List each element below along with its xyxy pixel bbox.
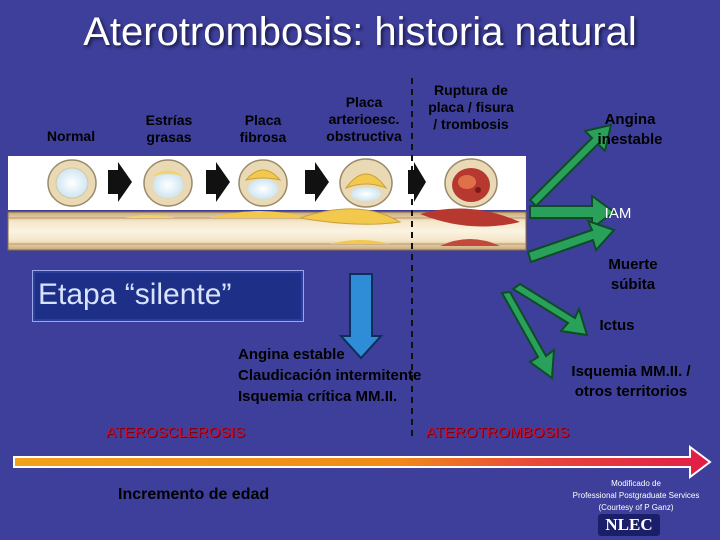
arrow-ictus (511, 282, 589, 337)
credit-line: (Courtesy of P Ganz) (598, 503, 674, 512)
age-label: Incremento de edad (118, 486, 270, 503)
stable-symptom: Isquemia crítica MM.II. (238, 388, 398, 405)
stage-label-obstructiva-2: arterioesc. (328, 111, 400, 127)
progression-arrows (108, 162, 426, 202)
page-title: Aterotrombosis: historia natural (83, 10, 637, 54)
phase-label-aterosclerosis: ATEROSCLEROSIS (106, 424, 246, 441)
cross-section-obstructiva (339, 158, 393, 208)
arrow-isquemia (500, 290, 556, 380)
cross-section-fibrosa (238, 159, 288, 207)
stable-symptom: Claudicación intermitente (238, 367, 422, 384)
outcome-arrows (500, 123, 616, 380)
stage-label-ruptura-3: / trombosis (433, 116, 509, 132)
phase-label-aterotrombosis: ATEROTROMBOSIS (426, 424, 570, 441)
arrow-iam (529, 194, 616, 230)
credit-note: Modificado de Professional Postgraduate … (556, 478, 716, 514)
outcome-muerte-subita: Muerte súbita (608, 256, 658, 293)
stage-label-ruptura-2: placa / fisura (428, 99, 514, 115)
stage-label-estrias: Estrías grasas (145, 112, 193, 145)
age-timeline (13, 445, 712, 479)
arrow-muerte-subita (526, 219, 616, 264)
stable-symptom: Angina estable (238, 346, 345, 363)
stage-label-fibrosa: Placa fibrosa (239, 112, 287, 145)
arrow-stable-symptoms (338, 273, 384, 360)
credit-line: Modificado de (611, 479, 661, 488)
outcome-angina-inestable: Angina inestable (597, 111, 663, 148)
stage-label-normal: Normal (46, 128, 96, 144)
stage-label-obstructiva-3: obstructiva (326, 128, 402, 144)
longitudinal-vessel (7, 208, 527, 251)
stable-symptoms-list: Angina estable Claudicación intermitente… (238, 344, 421, 407)
arrow-angina-inestable (528, 123, 613, 208)
nlec-logo: NLEC (598, 514, 660, 536)
cross-section-estrias (143, 159, 193, 207)
cross-section-normal (47, 159, 97, 207)
silent-stage-label: Etapa “silente” (38, 278, 232, 311)
credit-line: Professional Postgraduate Services (572, 491, 700, 500)
cross-section-ruptura (444, 158, 498, 208)
silent-stage-box (32, 270, 304, 322)
stage-label-ruptura-1: Ruptura de (434, 82, 508, 98)
outcome-isquemia-mmii: Isquemia MM.II. / otros territorios (571, 363, 691, 400)
outcome-iam: IAM (604, 205, 632, 222)
outcome-ictus: Ictus (599, 317, 635, 334)
stage-label-obstructiva-1: Placa (345, 94, 383, 110)
